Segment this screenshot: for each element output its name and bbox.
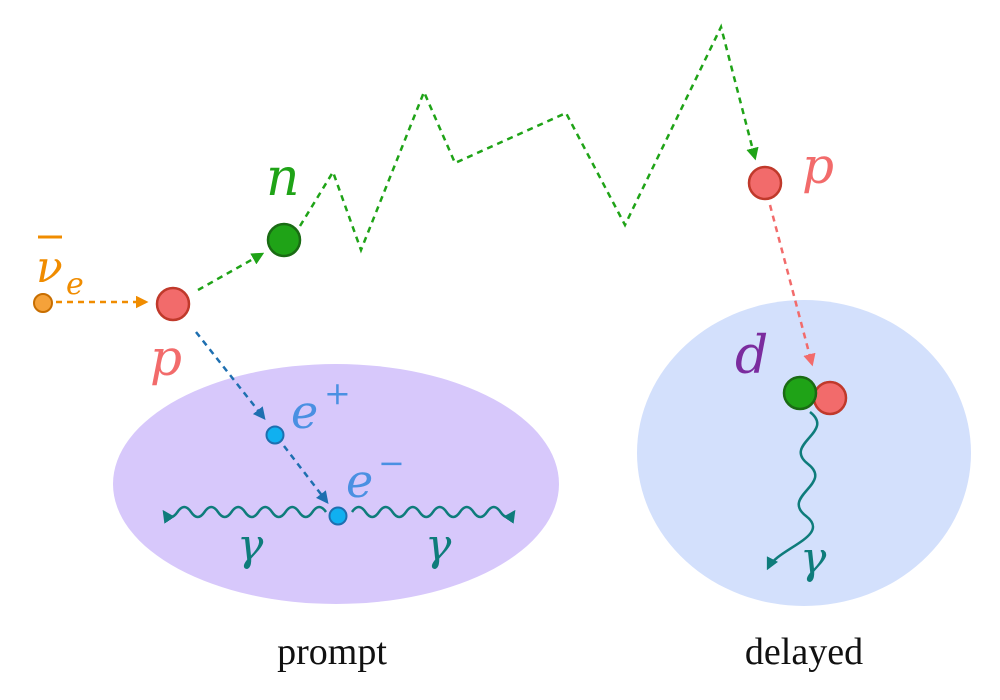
gamma-left-label: γ: [237, 520, 264, 571]
antineutrino-subscript: e: [66, 267, 84, 302]
proton-capture: [747, 165, 783, 201]
neutron-label: n: [266, 148, 300, 208]
prompt-caption: prompt: [277, 631, 387, 673]
delayed-region: [637, 300, 971, 606]
deuteron-proton: [812, 380, 848, 416]
gamma-right-label: γ: [425, 520, 452, 571]
antineutrino-label: ν: [36, 242, 63, 293]
proton-initial: [155, 286, 191, 322]
antineutrino-dot: [33, 293, 53, 313]
gamma-delayed-label: γ: [800, 533, 827, 584]
positron-superscript: +: [324, 374, 351, 412]
deuteron-label: d: [735, 326, 768, 386]
proton-initial-label: p: [150, 329, 182, 387]
electron-particle: [328, 506, 348, 526]
neutron-emission-path: [197, 252, 265, 292]
proton-capture-path: [768, 204, 816, 367]
electron-label: e: [346, 454, 373, 508]
gamma-delayed-wave: [766, 411, 819, 571]
electron-superscript: −: [378, 444, 405, 482]
prompt-region: [113, 364, 559, 604]
proton-capture-label: p: [802, 137, 834, 195]
positron-label: e: [291, 385, 318, 439]
neutron-particle: [266, 222, 302, 258]
positron-path: [195, 331, 266, 420]
delayed-caption: delayed: [745, 631, 863, 673]
gamma-right-wave: [350, 505, 516, 524]
positron-particle: [265, 425, 285, 445]
annihilation-path: [283, 445, 329, 504]
gamma-left-wave: [162, 505, 328, 524]
neutron-zigzag-path: [298, 23, 759, 254]
deuteron-neutron: [782, 375, 818, 411]
